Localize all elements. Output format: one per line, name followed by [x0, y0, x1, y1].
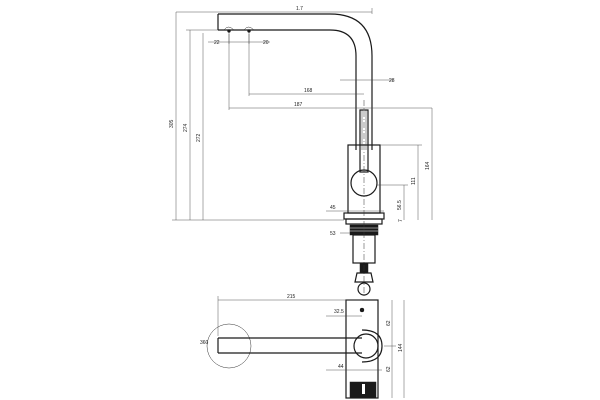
- dim-shank: 53: [330, 231, 336, 237]
- spout-outline: [217, 13, 373, 150]
- side-view: 1.7 22 20 28 168 187 305 274 272 164: [169, 6, 433, 296]
- dim-length: 215: [287, 294, 296, 300]
- hose-end: [354, 272, 374, 283]
- top-lever-slot: [362, 384, 365, 394]
- dim-reach-inner: 168: [304, 88, 313, 94]
- dim-total-height: 305: [169, 119, 175, 128]
- rotation-circle: [206, 323, 252, 369]
- dim-gasket: 7: [398, 219, 404, 222]
- top-mount-bolt: [359, 307, 365, 313]
- dim-outlet-a: 22: [214, 40, 220, 46]
- dim-body-width: 44: [338, 364, 344, 370]
- dim-base-width: 45: [330, 205, 336, 211]
- dim-spout-diameter: 28: [389, 78, 395, 84]
- dim-body-height: 164: [425, 161, 431, 170]
- dim-height-to-spout: 274: [183, 123, 189, 132]
- dim-rotation: 360: [200, 340, 209, 346]
- top-body: [361, 329, 383, 363]
- dim-lever-height: 111: [411, 177, 417, 185]
- dim-height-to-outlet: 272: [196, 133, 202, 142]
- spout-outlet-b: [243, 26, 255, 31]
- top-body-ring: [353, 333, 379, 359]
- top-view: 360 215 32.5 44 62 62 144: [200, 294, 405, 399]
- dim-pipe-offset: 32.5: [334, 309, 344, 315]
- dim-total-depth: 144: [398, 343, 404, 352]
- dim-reach-outer: 187: [294, 102, 303, 108]
- dim-outlet-b: 20: [263, 40, 269, 46]
- dim-base-height: 56.5: [397, 200, 403, 210]
- top-spout-pipe: [217, 337, 362, 354]
- dim-top-width: 1.7: [296, 6, 303, 12]
- spout-outlet-a: [223, 26, 235, 31]
- dim-upper-half: 62: [386, 320, 392, 326]
- dim-lower-half: 62: [386, 366, 392, 372]
